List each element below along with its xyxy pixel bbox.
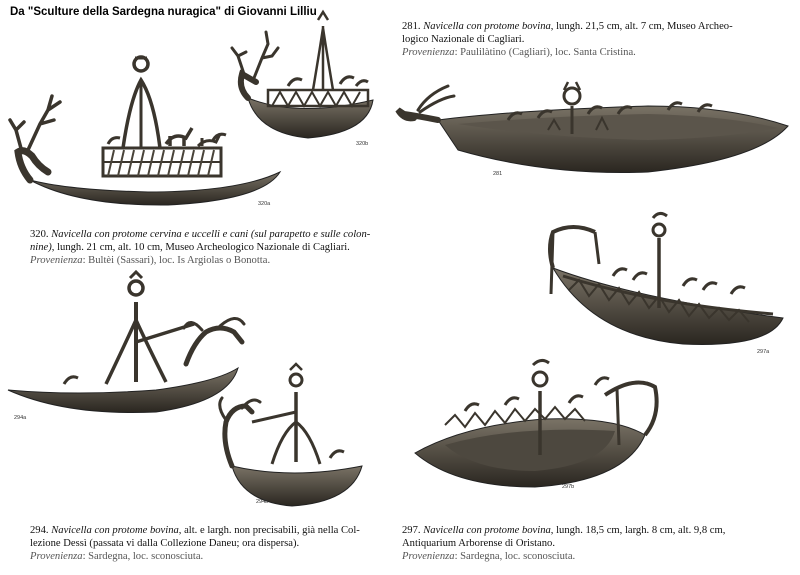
tag-294b: 294b — [256, 499, 269, 505]
caption-320-prov-label: Provenienza — [30, 255, 83, 266]
caption-281-title: Navicella con protome bovina — [423, 21, 551, 32]
caption-297-details: , lungh. 18,5 cm, largh. 8 cm, alt. 9,8 … — [550, 525, 726, 536]
caption-281: 281. Navicella con protome bovina, lungh… — [402, 20, 792, 59]
caption-294-prov-label: Provenienza — [30, 551, 83, 562]
boat-297a-image — [548, 211, 784, 345]
tag-297a: 297a — [757, 349, 770, 355]
boat-294a-image — [7, 269, 246, 414]
tag-320a: 320a — [258, 201, 271, 207]
caption-294-details: , alt. e largh. non precisabili, già nel… — [178, 525, 360, 536]
caption-294-title: Navicella con protome bovina — [51, 525, 179, 536]
caption-294-prov-text: : Sardegna, loc. sconosciuta. — [82, 551, 204, 562]
caption-320-prov-text: : Bultèi (Sassari), loc. Is Argiolas o B… — [82, 255, 271, 266]
boat-294b-image — [218, 362, 363, 507]
caption-294-details-cont: lezione Dessì (passata vi dalla Collezio… — [30, 538, 300, 549]
caption-297-number: 297. — [402, 525, 421, 536]
caption-297-title: Navicella con protome bovina — [423, 525, 551, 536]
caption-320: 320. Navicella con protome cervina e ucc… — [30, 228, 380, 267]
tag-320b: 320b — [356, 141, 369, 147]
caption-281-prov-text: : Paulilàtino (Cagliari), loc. Santa Cri… — [454, 47, 636, 58]
caption-320-number: 320. — [30, 229, 49, 240]
caption-294: 294. Navicella con protome bovina, alt. … — [30, 524, 390, 563]
caption-281-prov-label: Provenienza — [402, 47, 455, 58]
caption-281-number: 281. — [402, 21, 421, 32]
caption-294-number: 294. — [30, 525, 49, 536]
caption-320-details: , lungh. 21 cm, alt. 10 cm, Museo Archeo… — [51, 242, 350, 253]
caption-320-title: Navicella con protome cervina e uccelli … — [51, 229, 371, 240]
boat-320a-image — [8, 55, 282, 206]
caption-297-prov-text: : Sardegna, loc. sconosciuta. — [454, 551, 576, 562]
tag-294a: 294a — [14, 415, 27, 421]
caption-281-details: , lungh. 21,5 cm, alt. 7 cm, Museo Arche… — [550, 21, 733, 32]
boat-297b-image — [414, 358, 659, 488]
tag-297b: 297b — [562, 484, 575, 490]
caption-297-prov-label: Provenienza — [402, 551, 455, 562]
boat-281-image — [395, 81, 789, 174]
tag-281: 281 — [493, 171, 503, 177]
page-header: Da "Sculture della Sardegna nuragica" di… — [10, 6, 317, 18]
boat-320b-image — [230, 9, 374, 139]
caption-320-title-cont: nine) — [30, 242, 52, 253]
caption-297: 297. Navicella con protome bovina, lungh… — [402, 524, 792, 563]
caption-281-details-cont: logico Nazionale di Cagliari. — [402, 34, 525, 45]
caption-297-details-cont: Antiquarium Arborense di Oristano. — [402, 538, 555, 549]
